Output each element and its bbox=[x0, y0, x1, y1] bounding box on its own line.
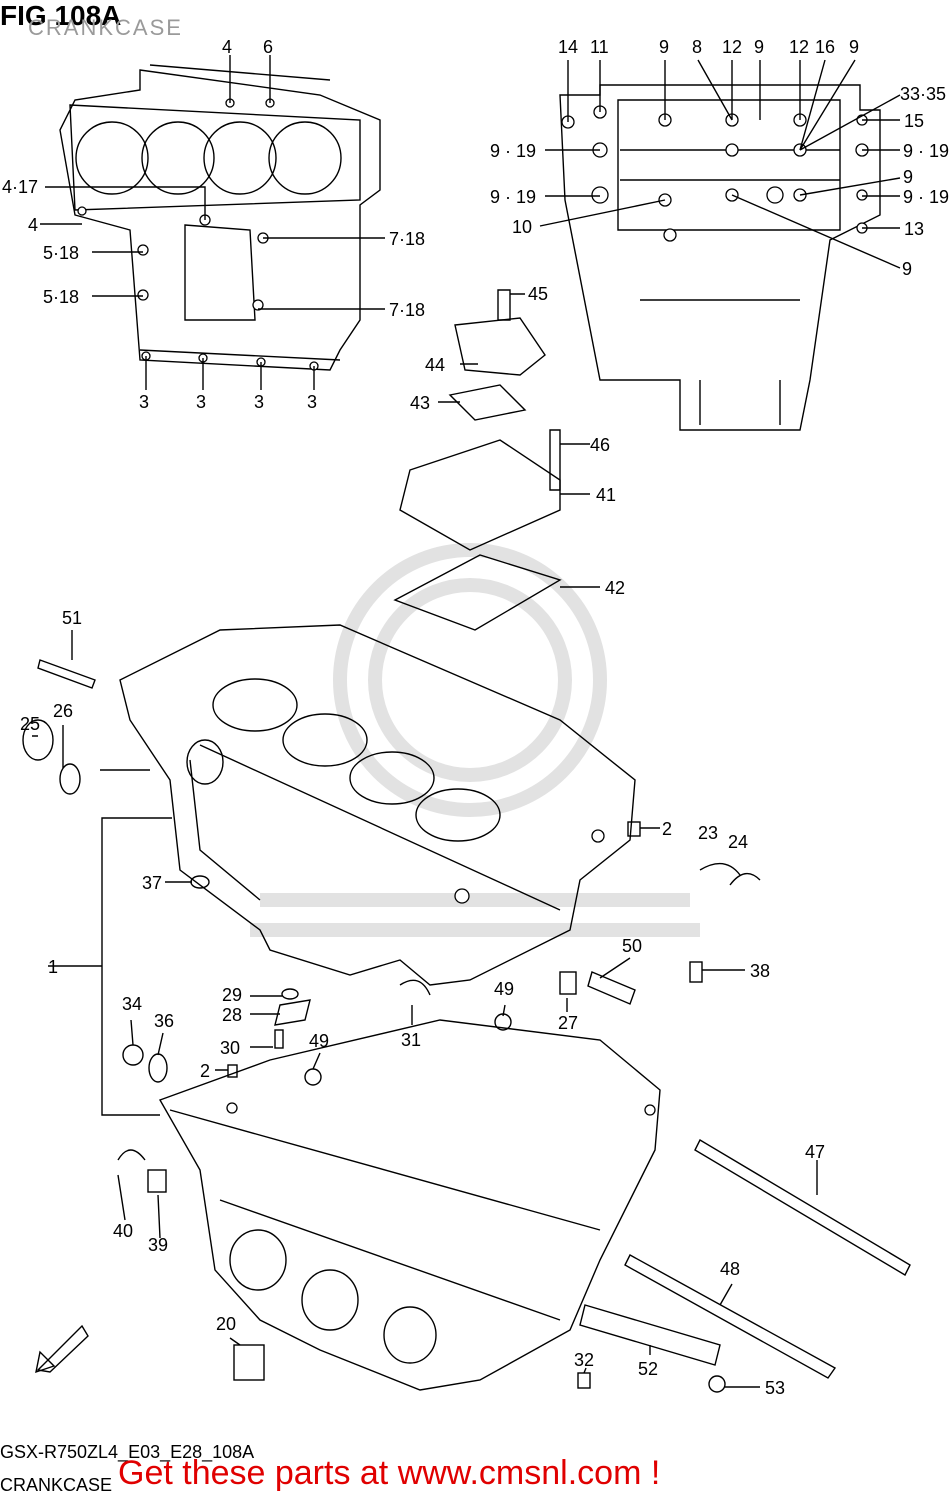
callout-29: 29 bbox=[222, 985, 242, 1005]
callout-14: 14 bbox=[558, 37, 578, 57]
callout-16: 16 bbox=[815, 37, 835, 57]
small-parts bbox=[22, 659, 911, 1393]
callout-8: 8 bbox=[692, 37, 702, 57]
callout-9-b: 9 bbox=[754, 37, 764, 57]
callout-7-18-b: 7·18 bbox=[389, 300, 425, 320]
leader-lines bbox=[32, 55, 901, 1388]
upper-crankcase-top-view bbox=[59, 64, 381, 371]
callout-2-b: 2 bbox=[200, 1061, 210, 1081]
callout-51: 51 bbox=[62, 608, 82, 628]
section-name: CRANKCASE bbox=[0, 1475, 113, 1495]
callout-3-d: 3 bbox=[307, 392, 317, 412]
callout-labels: 4 6 4·17 4 5·18 5·18 7·18 7·18 3 3 3 3 1… bbox=[2, 37, 949, 1398]
callout-25: 25 bbox=[20, 714, 40, 734]
promo-banner: Get these parts at www.cmsnl.com ! bbox=[118, 1454, 661, 1492]
callout-9-e: 9 bbox=[902, 259, 912, 279]
callout-24: 24 bbox=[728, 832, 748, 852]
callout-9-19-c: 9 · 19 bbox=[490, 187, 536, 207]
callout-50: 50 bbox=[622, 936, 642, 956]
callout-11: 11 bbox=[590, 37, 609, 57]
callout-41: 41 bbox=[596, 485, 616, 505]
callout-26: 26 bbox=[53, 701, 73, 721]
callout-39: 39 bbox=[148, 1235, 168, 1255]
callout-3-a: 3 bbox=[139, 392, 149, 412]
callout-7-18-a: 7·18 bbox=[389, 229, 425, 249]
callout-5-18-b: 5·18 bbox=[43, 287, 79, 307]
callout-2-a: 2 bbox=[662, 819, 672, 839]
callout-9-d: 9 bbox=[903, 167, 913, 187]
forward-arrow-icon: FWD bbox=[35, 1324, 89, 1374]
fwd-label: FWD bbox=[52, 1338, 78, 1364]
callout-1: 1 bbox=[48, 957, 58, 977]
callout-4-17: 4·17 bbox=[2, 177, 38, 197]
upper-crankcase bbox=[119, 624, 636, 986]
callout-9-a: 9 bbox=[659, 37, 669, 57]
callout-36: 36 bbox=[154, 1011, 174, 1031]
callout-9-19-b: 9 · 19 bbox=[903, 141, 949, 161]
callout-4-b: 4 bbox=[28, 215, 38, 235]
callout-6: 6 bbox=[263, 37, 273, 57]
callout-12-a: 12 bbox=[722, 37, 742, 57]
callout-33-35: 33·35 bbox=[900, 84, 946, 104]
callout-3-b: 3 bbox=[196, 392, 206, 412]
callout-49-a: 49 bbox=[494, 979, 514, 999]
callout-20: 20 bbox=[216, 1314, 236, 1334]
watermark-logo bbox=[250, 543, 700, 937]
callout-42: 42 bbox=[605, 578, 625, 598]
figure-subtitle: CRANKCASE bbox=[28, 15, 183, 40]
callout-4: 4 bbox=[222, 37, 232, 57]
model-code: GSX-R750ZL4_E03_E28_108A bbox=[0, 1442, 255, 1462]
figure-title: FIG 108A bbox=[0, 0, 122, 31]
callout-9-19-a: 9 · 19 bbox=[490, 141, 536, 161]
callout-45: 45 bbox=[528, 284, 548, 304]
callout-49-b: 49 bbox=[309, 1031, 329, 1051]
callout-10: 10 bbox=[512, 217, 532, 237]
callout-9-19-d: 9 · 19 bbox=[903, 187, 949, 207]
callout-31: 31 bbox=[401, 1030, 421, 1050]
callout-44: 44 bbox=[425, 355, 445, 375]
callout-40: 40 bbox=[113, 1221, 133, 1241]
callout-3-c: 3 bbox=[254, 392, 264, 412]
callout-12-b: 12 bbox=[789, 37, 809, 57]
callout-5-18-a: 5·18 bbox=[43, 243, 79, 263]
callout-23: 23 bbox=[698, 823, 718, 843]
callout-13: 13 bbox=[904, 219, 924, 239]
callout-53: 53 bbox=[765, 1378, 785, 1398]
callout-46: 46 bbox=[590, 435, 610, 455]
callout-15: 15 bbox=[904, 111, 924, 131]
callout-30: 30 bbox=[220, 1038, 240, 1058]
lower-crankcase bbox=[158, 1019, 661, 1391]
callout-48: 48 bbox=[720, 1259, 740, 1279]
callout-52: 52 bbox=[638, 1359, 658, 1379]
callout-9-c: 9 bbox=[849, 37, 859, 57]
callout-43: 43 bbox=[410, 393, 430, 413]
callout-27: 27 bbox=[558, 1013, 578, 1033]
callout-28: 28 bbox=[222, 1005, 242, 1025]
callout-38: 38 bbox=[750, 961, 770, 981]
callout-37: 37 bbox=[142, 873, 162, 893]
callout-34: 34 bbox=[122, 994, 142, 1014]
callout-47: 47 bbox=[805, 1142, 825, 1162]
callout-32: 32 bbox=[574, 1350, 594, 1370]
upper-crankcase-bottom-view bbox=[559, 84, 881, 431]
breather-cover-assembly bbox=[393, 289, 562, 631]
